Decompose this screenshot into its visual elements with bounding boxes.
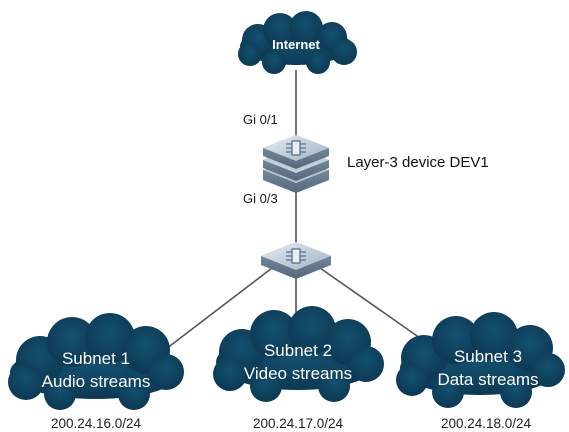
cloud-icon — [238, 11, 357, 74]
subnet-1-address: 200.24.16.0/24 — [51, 416, 142, 431]
subnet-2-traffic: Video streams — [244, 364, 352, 383]
layer3-device-dev1 — [263, 135, 329, 193]
subnet-2-address: 200.24.17.0/24 — [253, 416, 344, 431]
subnet-2-cloud: Subnet 2 Video streams — [213, 306, 384, 402]
link-switch-subnet1 — [161, 267, 273, 353]
subnet-2-name: Subnet 2 — [264, 341, 332, 360]
port-label-gi03: Gi 0/3 — [243, 191, 278, 206]
subnet-3-name: Subnet 3 — [454, 347, 522, 366]
cloud-icon — [8, 313, 184, 410]
port-label-gi01: Gi 0/1 — [243, 112, 278, 127]
router-icon — [286, 140, 306, 156]
subnet-3-address: 200.24.18.0/24 — [441, 416, 532, 431]
internet-cloud: Internet — [238, 11, 357, 74]
cloud-icon — [396, 312, 565, 408]
subnet-1-cloud: Subnet 1 Audio streams — [8, 313, 184, 410]
subnet-3-traffic: Data streams — [437, 370, 538, 389]
switch-icon — [286, 248, 306, 264]
subnet-1-name: Subnet 1 — [62, 349, 130, 368]
subnet-1-traffic: Audio streams — [42, 372, 151, 391]
internet-label: Internet — [272, 37, 320, 52]
cloud-icon — [213, 306, 384, 402]
device-label-dev1: Layer-3 device DEV1 — [347, 154, 489, 171]
subnet-3-cloud: Subnet 3 Data streams — [396, 312, 565, 408]
access-switch — [261, 242, 331, 279]
